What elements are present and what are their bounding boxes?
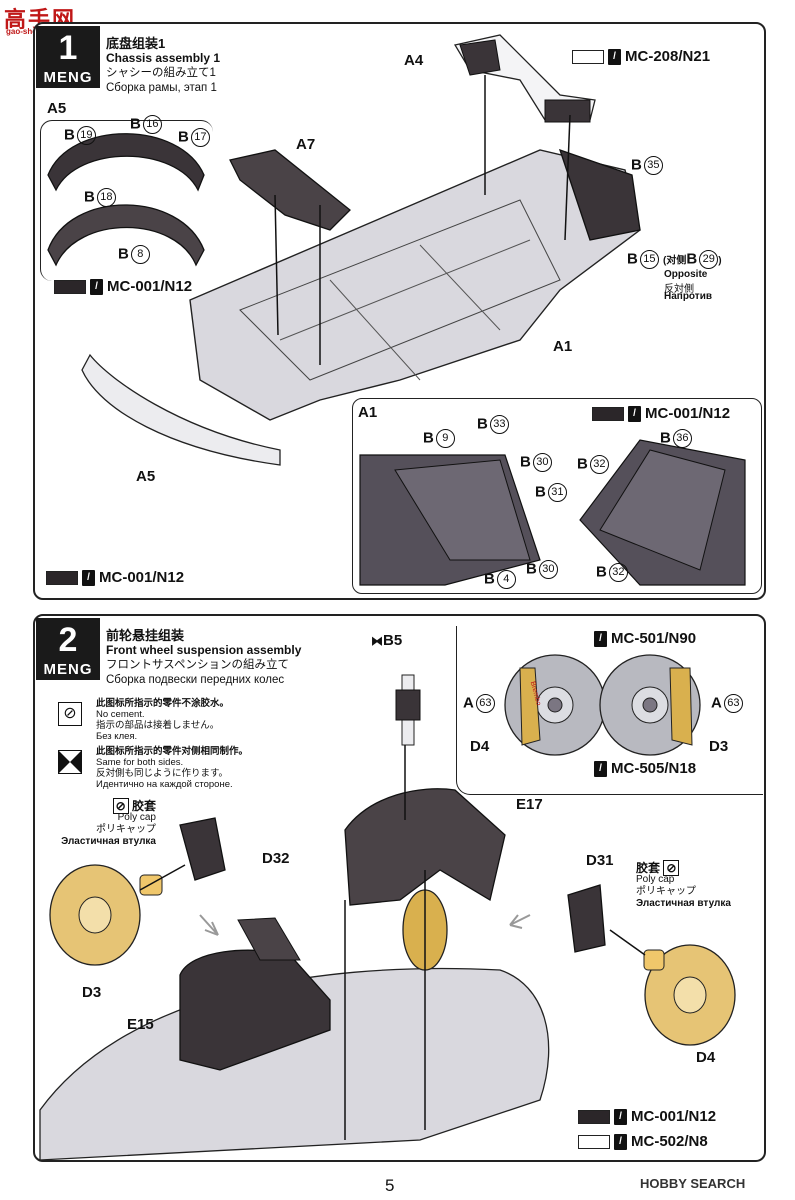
opposite-jp: 反対側 bbox=[664, 284, 694, 295]
label-a4: A4 bbox=[404, 52, 424, 69]
no-cement-icon: ⊘ bbox=[58, 702, 82, 726]
brush-icon: / bbox=[628, 405, 641, 422]
label-a7: A7 bbox=[296, 136, 316, 153]
label-d4-right: D4 bbox=[696, 1049, 716, 1066]
both-sides-icon bbox=[58, 750, 82, 774]
swatch-white bbox=[572, 49, 604, 64]
swatch-dark bbox=[592, 406, 624, 421]
step1-title-block: 底盘组装1 Chassis assembly 1 シャシーの組み立て1 Сбор… bbox=[106, 36, 220, 96]
label-d31: D31 bbox=[586, 852, 614, 869]
label-d32: D32 bbox=[262, 850, 290, 867]
label-e15: E15 bbox=[127, 1016, 154, 1033]
step1-title-en: Chassis assembly 1 bbox=[106, 51, 221, 65]
paint-inset-bottom: /MC-505/N18 bbox=[594, 760, 696, 777]
page-number: 5 bbox=[385, 1176, 395, 1195]
brush-icon: / bbox=[608, 48, 621, 65]
brake-inset-box bbox=[456, 626, 763, 795]
brush-icon: / bbox=[614, 1108, 627, 1125]
paint-step2-bottom-2: /MC-502/N8 bbox=[578, 1133, 708, 1150]
paint-a1-inset: /MC-001/N12 bbox=[592, 405, 730, 422]
brush-icon: / bbox=[82, 569, 95, 586]
swatch-white bbox=[578, 1134, 610, 1149]
no-cement-icon: ⊘ bbox=[663, 860, 680, 876]
watermark-hobbysearch: HOBBY SEARCH bbox=[640, 1176, 746, 1191]
step1-title-jp: シャシーの組み立て1 bbox=[106, 67, 216, 79]
a5-inset-box bbox=[40, 120, 213, 281]
brush-icon: / bbox=[594, 630, 607, 647]
swatch-dark bbox=[54, 279, 86, 294]
paint-a4: /MC-208/N21 bbox=[572, 48, 710, 65]
label-a1-main: A1 bbox=[553, 338, 573, 355]
swatch-dark bbox=[578, 1109, 610, 1124]
step1-title-ru: Сборка рамы, этап 1 bbox=[106, 82, 217, 94]
paint-step1-bottom: /MC-001/N12 bbox=[46, 569, 184, 586]
opposite-ru: Напротив bbox=[664, 291, 712, 302]
a1-inset-box bbox=[352, 398, 762, 594]
swatch-dark bbox=[46, 570, 78, 585]
legend-no-cement: 此图标所指示的零件不涂胶水。 No cement. 指示の部品は接着しません。 … bbox=[96, 698, 230, 742]
step2-number: 2 bbox=[36, 618, 100, 660]
opposite-en: Opposite bbox=[664, 269, 708, 280]
step2-title-ru: Сборка подвески передних колес bbox=[106, 674, 285, 686]
brush-icon: / bbox=[614, 1133, 627, 1150]
brush-icon: / bbox=[90, 278, 103, 295]
polycap-right: 胶套 ⊘ Poly cap ポリキャップ Эластичная втулка bbox=[636, 860, 731, 909]
step1-title-zh: 底盘组装1 bbox=[106, 36, 166, 51]
polycap-left: ⊘ 胶套 Poly cap ポリキャップ Эластичная втулка bbox=[61, 798, 156, 847]
brush-icon: / bbox=[594, 760, 607, 777]
no-cement-icon: ⊘ bbox=[112, 798, 129, 814]
label-d3-inset: D3 bbox=[709, 738, 729, 755]
step2-title-en: Front wheel suspension assembly bbox=[106, 643, 302, 657]
step1-brand-label: MENG bbox=[36, 68, 100, 88]
step2-title-jp: フロントサスペンションの組み立て bbox=[106, 659, 289, 671]
legend-both-sides: 此图标所指示的零件对侧相同制作。 Same for both sides. 反対… bbox=[96, 746, 249, 790]
label-a5-main: A5 bbox=[136, 468, 156, 485]
label-a1-inset: A1 bbox=[358, 404, 378, 421]
label-b5: ⧓B5 bbox=[371, 632, 403, 649]
a5-inset-arcs bbox=[47, 34, 746, 586]
paint-step2-bottom-1: /MC-001/N12 bbox=[578, 1108, 716, 1125]
step2-title-zh: 前轮悬挂组装 bbox=[106, 628, 185, 643]
paint-inset-top: /MC-501/N90 bbox=[594, 630, 696, 647]
label-e17: E17 bbox=[516, 796, 543, 813]
step2-title-block: 前轮悬挂组装 Front wheel suspension assembly フ… bbox=[106, 628, 301, 688]
paint-a5-inset: /MC-001/N12 bbox=[54, 278, 192, 295]
a5-inset-label: A5 bbox=[47, 100, 67, 117]
step2-brand-label: MENG bbox=[36, 660, 100, 680]
step1-number: 1 bbox=[36, 26, 100, 68]
label-d3-left: D3 bbox=[82, 984, 102, 1001]
label-d4-inset: D4 bbox=[470, 738, 490, 755]
